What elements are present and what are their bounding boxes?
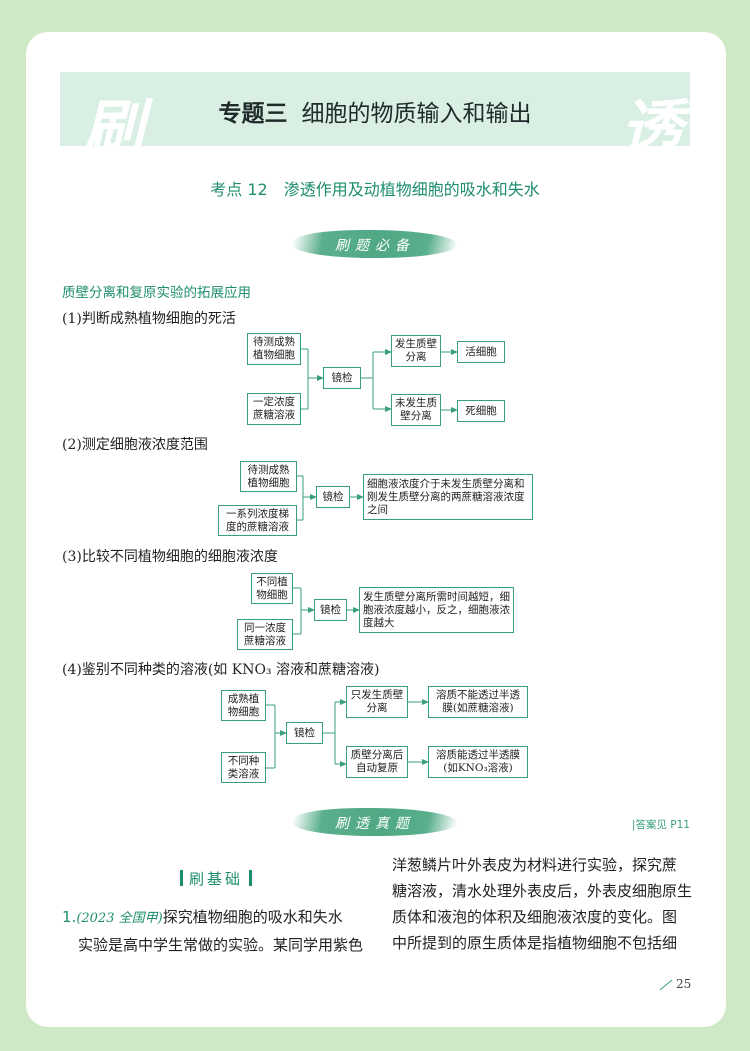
topic-title: 细胞的物质输入和输出 — [301, 101, 532, 127]
flow1-plasmolysis-box: 发生质壁分离 — [391, 335, 441, 367]
item-1-heading: (1)判断成熟植物细胞的死活 — [62, 311, 236, 327]
item-2-heading: (2)测定细胞液浓度范围 — [62, 437, 208, 453]
topic-label: 专题三 — [218, 101, 288, 127]
flow4-permeable-box: 溶质能透过半透膜(如KNO₃溶液) — [428, 746, 528, 778]
answer-reference: |答案见 P11 — [631, 819, 690, 831]
basic-label-text: 刷基础 — [189, 870, 244, 888]
flow4-solutions-box: 不同种类溶液 — [221, 752, 266, 783]
question-right-line-4: 中所提到的原生质体是指植物细胞不包括细 — [392, 934, 678, 952]
item-3-heading: (3)比较不同植物细胞的细胞液浓度 — [62, 549, 278, 565]
question-right-line-1: 洋葱鳞片叶外表皮为材料进行实验，探究蔗 — [392, 856, 678, 874]
flow4-mature-cell-box: 成熟植物细胞 — [221, 690, 266, 721]
basic-section-label: 刷基础 — [174, 868, 258, 889]
must-prepare-label: 刷题必备 — [335, 238, 415, 254]
banner-title: 专题三细胞的物质输入和输出 — [60, 94, 690, 128]
topic-banner: 刷 透 专题三细胞的物质输入和输出 — [60, 72, 690, 165]
flow1-living-cell-box: 活细胞 — [457, 341, 505, 363]
flow1-dead-cell-box: 死细胞 — [457, 400, 505, 422]
bar-left — [180, 870, 183, 886]
flow1-no-plasmolysis-box: 未发生质壁分离 — [391, 394, 441, 426]
section-title: 质壁分离和复原实验的拓展应用 — [62, 285, 251, 301]
flow2-result-box: 细胞液浓度介于未发生质壁分离和刚发生质壁分离的两蔗糖溶液浓度之间 — [363, 474, 533, 520]
flow4-auto-recovery-box: 质壁分离后自动复原 — [346, 746, 408, 778]
question-left-column: 1.(2023 全国甲)探究植物细胞的吸水和失水 实验是高中学生常做的实验。某同… — [62, 904, 372, 958]
flow3-result-box: 发生质壁分离所需时间越短，细胞液浓度越小，反之，细胞液浓度越大 — [359, 587, 514, 633]
flow3-microscope-box: 镜检 — [314, 599, 347, 621]
question-text-line-1: 探究植物细胞的吸水和失水 — [162, 908, 343, 926]
page-number: 25 — [676, 977, 692, 991]
question-right-line-3: 质体和液泡的体积及细胞液浓度的变化。图 — [392, 908, 678, 926]
flow4-plasmolysis-only-box: 只发生质壁分离 — [346, 686, 408, 718]
page-sheet — [26, 32, 726, 1027]
question-right-line-2: 糖溶液，清水处理外表皮后，外表皮细胞原生 — [392, 882, 693, 900]
flow3-different-cells-box: 不同植物细胞 — [251, 573, 293, 604]
item-4-heading: (4)鉴别不同种类的溶液(如 KNO₃ 溶液和蔗糖溶液) — [62, 662, 380, 678]
real-questions-label: 刷透真题 — [335, 816, 415, 832]
question-text-line-2: 实验是高中学生常做的实验。某同学用紫色 — [78, 936, 364, 954]
flow2-microscope-box: 镜检 — [316, 486, 350, 508]
flow4-microscope-box: 镜检 — [286, 722, 323, 744]
banner-right-char: 透 — [620, 92, 682, 165]
flow1-sucrose-box: 一定浓度蔗糖溶液 — [247, 393, 301, 425]
flow2-test-cell-box: 待测成熟植物细胞 — [240, 461, 297, 492]
flow2-gradient-box: 一系列浓度梯度的蔗糖溶液 — [218, 505, 297, 536]
question-right-column: 洋葱鳞片叶外表皮为材料进行实验，探究蔗 糖溶液，清水处理外表皮后，外表皮细胞原生… — [392, 852, 697, 956]
flow4-impermeable-box: 溶质不能透过半透膜(如蔗糖溶液) — [428, 686, 528, 718]
question-number: 1. — [62, 908, 77, 926]
exam-point-subtitle: 考点 12 渗透作用及动植物细胞的吸水和失水 — [210, 180, 540, 199]
flow1-test-cell-box: 待测成熟植物细胞 — [247, 333, 301, 365]
question-source: (2023 全国甲) — [76, 911, 163, 926]
flow3-sucrose-box: 同一浓度蔗糖溶液 — [237, 619, 293, 650]
banner-left-char: 刷 — [82, 92, 144, 165]
flow1-microscope-box: 镜检 — [323, 367, 361, 389]
bar-right — [249, 870, 253, 886]
question-line-1: 1.(2023 全国甲)探究植物细胞的吸水和失水 — [62, 904, 372, 932]
